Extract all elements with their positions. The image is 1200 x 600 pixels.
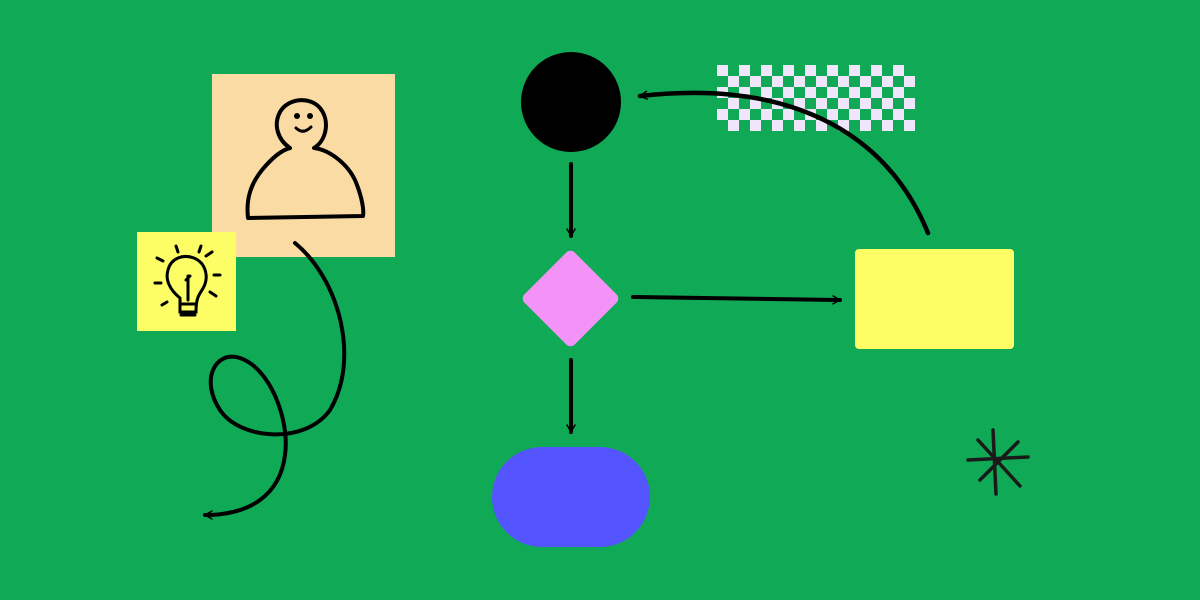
checker-cell [904, 120, 915, 131]
checker-cell [750, 76, 761, 87]
checker-cell [849, 109, 860, 120]
checker-cell [739, 87, 750, 98]
checker-cell [783, 109, 794, 120]
checker-cell [750, 98, 761, 109]
checker-cell [794, 76, 805, 87]
person-sketch-icon [245, 98, 366, 220]
checker-cell [882, 120, 893, 131]
checker-cell [783, 65, 794, 76]
checker-cell [772, 76, 783, 87]
checker-cell [871, 65, 882, 76]
checker-cell [860, 120, 871, 131]
arrow-decision-to-process [631, 295, 842, 305]
checker-cell [739, 65, 750, 76]
checker-cell [827, 109, 838, 120]
idea-sticky-note[interactable] [137, 232, 236, 331]
checker-cell [893, 87, 904, 98]
decision-node-diamond[interactable] [520, 248, 620, 348]
checker-cell [893, 65, 904, 76]
checker-cell [904, 98, 915, 109]
checker-cell [827, 65, 838, 76]
person-sticky-note[interactable] [212, 74, 395, 257]
checker-cell [838, 76, 849, 87]
checker-cell [761, 65, 772, 76]
checker-cell [816, 120, 827, 131]
checker-cell [893, 109, 904, 120]
arrow-process-to-start [637, 90, 931, 236]
checker-cell [717, 109, 728, 120]
checker-cell [827, 87, 838, 98]
checker-cell [904, 76, 915, 87]
checker-cell [739, 109, 750, 120]
checker-cell [816, 76, 827, 87]
checker-cell [717, 65, 728, 76]
checker-cell [728, 120, 739, 131]
start-node-circle[interactable] [521, 52, 621, 152]
checker-cell [783, 87, 794, 98]
checker-cell [794, 120, 805, 131]
checker-cell [871, 87, 882, 98]
checker-cell [794, 98, 805, 109]
checker-cell [750, 120, 761, 131]
checker-cell [805, 65, 816, 76]
curly-connector-arrow[interactable] [203, 241, 347, 520]
sparkle-icon [966, 428, 1030, 496]
checker-cell [728, 76, 739, 87]
checker-cell [805, 87, 816, 98]
checker-cell [838, 98, 849, 109]
terminal-node-pill[interactable] [492, 447, 650, 547]
checker-cell [849, 87, 860, 98]
checker-cell [761, 87, 772, 98]
checker-cell [871, 109, 882, 120]
checker-cell [882, 76, 893, 87]
checker-cell [761, 109, 772, 120]
checker-cell [882, 98, 893, 109]
checker-cell [838, 120, 849, 131]
checker-cell [860, 76, 871, 87]
lightbulb-icon [153, 244, 222, 317]
checker-cell [728, 98, 739, 109]
checker-cell [849, 65, 860, 76]
checker-cell [860, 98, 871, 109]
process-node-rectangle[interactable] [855, 249, 1014, 349]
checker-cell [772, 120, 783, 131]
checker-cell [816, 98, 827, 109]
